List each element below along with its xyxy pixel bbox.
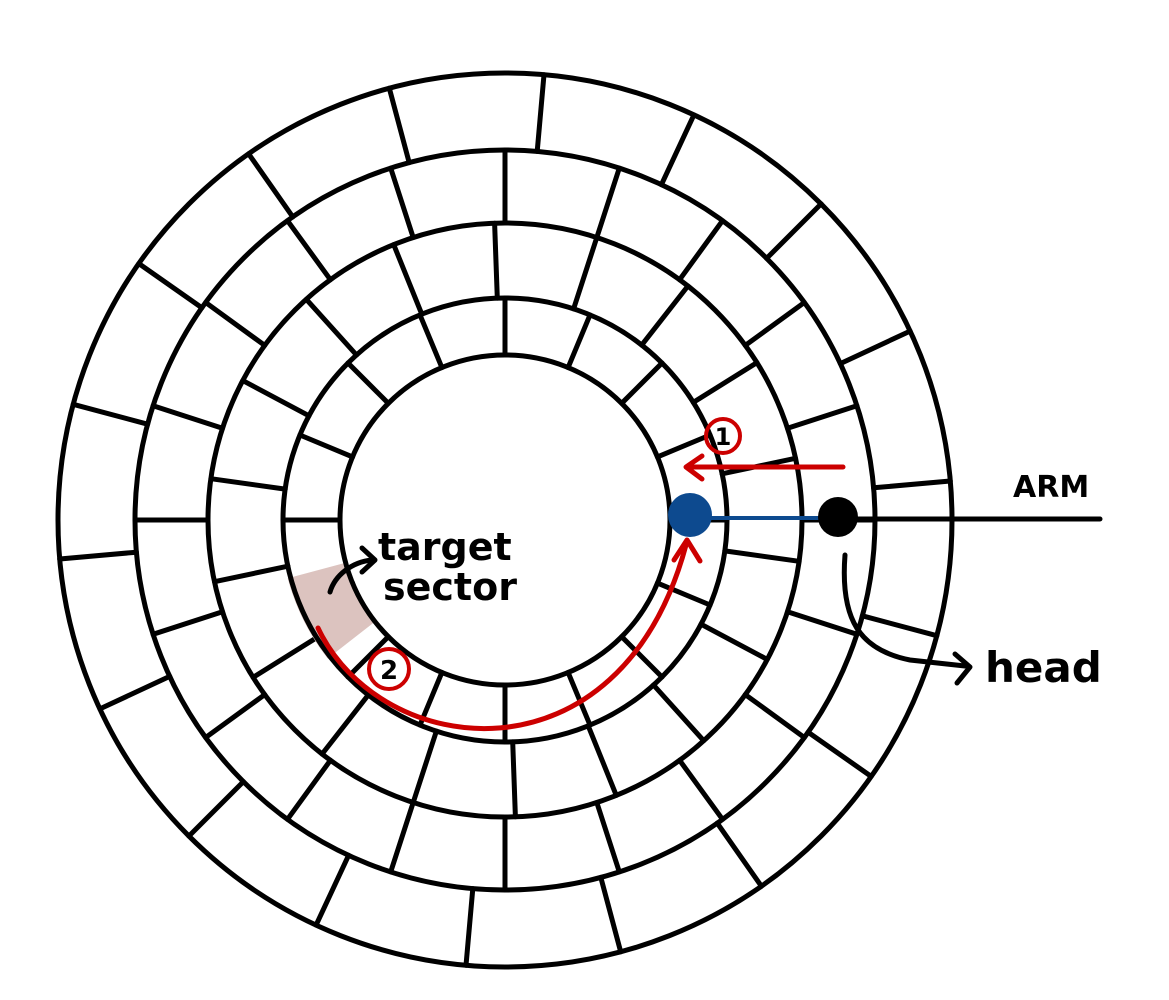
sector-divider (391, 242, 425, 317)
sector-divider (764, 201, 824, 261)
sector-divider (510, 739, 518, 820)
sector-divider (97, 673, 173, 712)
sector-divider (386, 85, 412, 166)
sector-divider (619, 634, 665, 680)
sector-divider (417, 312, 445, 371)
sector-divider (594, 800, 622, 875)
sector-divider (785, 403, 860, 431)
arm-label: ARM (1013, 470, 1089, 505)
sector-divider (285, 757, 333, 822)
head-position-target (668, 493, 712, 537)
step2-arrowhead (671, 537, 703, 564)
track-ring-5 (337, 352, 673, 688)
sector-divider (654, 580, 713, 608)
head-position-current (818, 497, 858, 537)
sector-divider (70, 401, 151, 427)
step1-arrowhead (683, 453, 705, 482)
sector-divider (203, 692, 268, 740)
sector-divider (585, 723, 619, 798)
step2-marker (367, 647, 411, 691)
target-pointer-arrow (327, 557, 375, 595)
sector-divider (677, 218, 725, 283)
sector-divider (565, 312, 593, 371)
sector-divider (639, 283, 691, 348)
sector-divider (212, 563, 291, 585)
sector-divider (654, 432, 713, 460)
sector-divider (805, 729, 874, 779)
head-label: head (985, 643, 1102, 692)
sector-divider (240, 378, 312, 419)
sector-divider (410, 728, 439, 805)
sector-divider (565, 669, 593, 728)
step1-number: 1 (715, 423, 732, 451)
sector-divider (619, 360, 665, 406)
sector-divider (859, 613, 940, 639)
step2-number: 2 (380, 656, 398, 686)
sector-divider (345, 360, 391, 406)
sector-divider (186, 779, 246, 839)
head-pointer-arrow (841, 552, 968, 669)
sector-divider (571, 235, 600, 312)
sector-divider (150, 403, 225, 431)
target-label-line2: sector (383, 565, 517, 609)
sector-divider (57, 549, 139, 562)
head-pointer-arrowhead (952, 651, 973, 686)
sector-divider (594, 165, 622, 240)
sector-divider (285, 218, 333, 283)
sector-dividers (57, 72, 953, 968)
step2-rotation-arc (315, 542, 689, 732)
sector-divider (598, 874, 624, 955)
target-label-line1: target (378, 525, 512, 569)
sector-divider (837, 328, 913, 367)
step1-marker (704, 417, 742, 455)
sector-divider (698, 621, 770, 662)
sector-divider (208, 476, 288, 492)
sector-divider (203, 300, 268, 348)
sector-divider (388, 165, 416, 240)
sector-divider (150, 609, 225, 637)
sector-divider (871, 478, 953, 491)
sector-divider (463, 886, 476, 968)
sector-divider (651, 682, 707, 744)
sector-divider (303, 296, 359, 358)
sector-divider (492, 220, 500, 301)
sector-divider (313, 852, 352, 928)
sector-divider (319, 692, 371, 757)
sector-divider (722, 548, 802, 564)
sector-divider (742, 300, 807, 348)
sector-divider (742, 692, 807, 740)
sector-divider (658, 112, 697, 188)
sector-divider (388, 800, 416, 875)
sector-divider (136, 261, 205, 311)
sector-divider (714, 820, 764, 889)
sector-divider (297, 432, 356, 460)
sector-divider (534, 72, 547, 154)
sector-divider (785, 609, 860, 637)
target-pointer-arrowhead (359, 545, 378, 575)
sector-divider (250, 635, 320, 680)
sector-divider (677, 757, 725, 822)
sector-divider (690, 360, 760, 405)
sector-divider (345, 634, 391, 680)
sector-divider (246, 151, 296, 220)
